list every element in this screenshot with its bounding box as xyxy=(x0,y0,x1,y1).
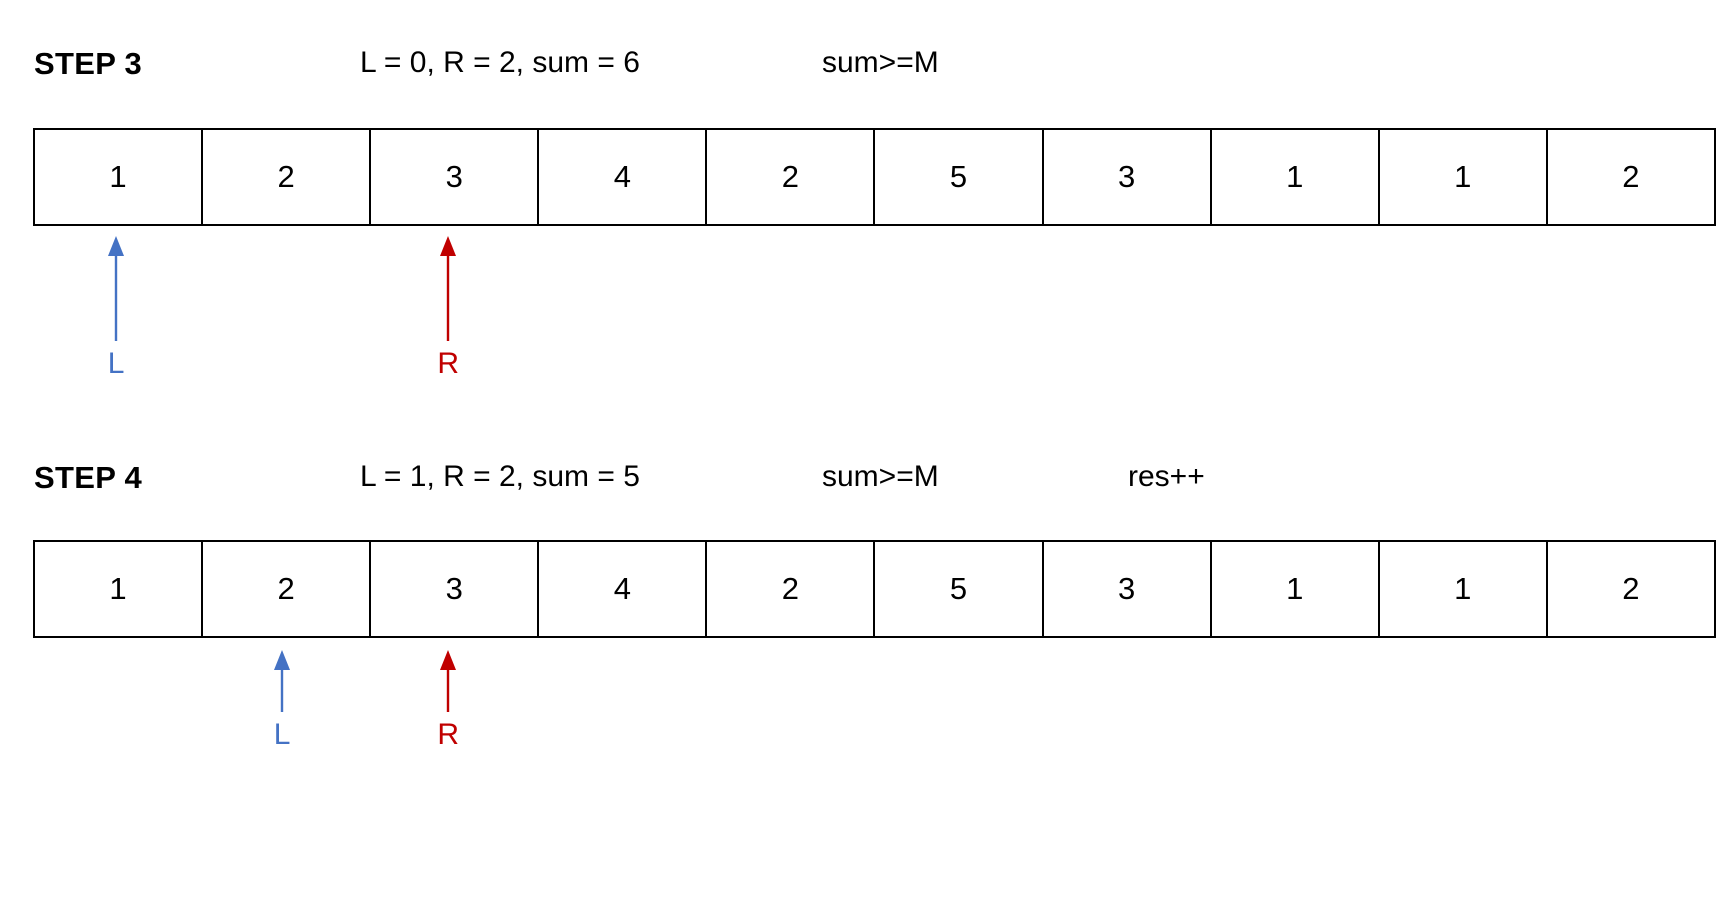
array-cell-1: 2 xyxy=(201,540,372,638)
left-pointer-marker: L xyxy=(96,236,136,381)
step-condition-text: sum>=M xyxy=(822,460,939,493)
arrow-up-icon xyxy=(108,236,125,341)
array-cell-8: 1 xyxy=(1377,128,1548,226)
array-cell-6: 3 xyxy=(1041,540,1212,638)
array-cell-8: 1 xyxy=(1377,540,1548,638)
array-cell-4: 2 xyxy=(705,540,876,638)
right-pointer-label: R xyxy=(437,347,460,380)
array-cell-3: 4 xyxy=(537,540,708,638)
step-header: STEP 4 L = 1, R = 2, sum = 5 sum>=M res++ xyxy=(0,444,1728,506)
step-condition-text: sum>=M xyxy=(822,46,939,79)
step-state-text: L = 1, R = 2, sum = 5 xyxy=(360,460,640,493)
right-pointer-label: R xyxy=(437,718,460,751)
step-header: STEP 3 L = 0, R = 2, sum = 6 sum>=M xyxy=(0,30,1728,92)
right-pointer-marker: R xyxy=(428,236,468,381)
step-title: STEP 4 xyxy=(34,460,143,495)
arrow-up-icon xyxy=(274,650,291,712)
step-title: STEP 3 xyxy=(34,46,143,81)
left-pointer-label: L xyxy=(273,718,291,751)
array-cell-7: 1 xyxy=(1209,540,1380,638)
right-pointer-marker: R xyxy=(428,650,468,752)
array-cell-0: 1 xyxy=(32,540,204,638)
left-pointer-marker: L xyxy=(262,650,302,752)
array-cell-0: 1 xyxy=(32,128,204,226)
array-cell-2: 3 xyxy=(369,128,540,226)
array-cell-9: 2 xyxy=(1545,540,1716,638)
array-cell-6: 3 xyxy=(1041,128,1212,226)
arrow-up-icon xyxy=(440,236,457,341)
array-cell-9: 2 xyxy=(1545,128,1716,226)
step-state-text: L = 0, R = 2, sum = 6 xyxy=(360,46,640,79)
array-cell-2: 3 xyxy=(369,540,540,638)
array-cell-7: 1 xyxy=(1209,128,1380,226)
array-cell-3: 4 xyxy=(537,128,708,226)
array-cell-5: 5 xyxy=(873,128,1044,226)
arrow-up-icon xyxy=(440,650,457,712)
array-cell-4: 2 xyxy=(705,128,876,226)
step-action-text: res++ xyxy=(1128,460,1205,493)
left-pointer-label: L xyxy=(107,347,125,380)
array-cell-1: 2 xyxy=(201,128,372,226)
array-cell-5: 5 xyxy=(873,540,1044,638)
